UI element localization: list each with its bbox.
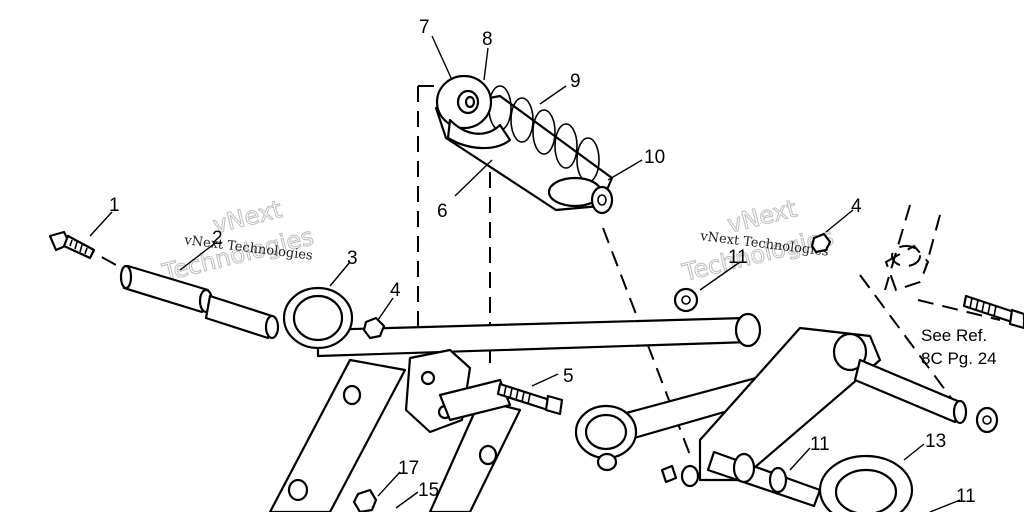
left-rail-arm: [268, 348, 638, 512]
washer-11a: [673, 287, 699, 313]
shock-bottom-hole: [597, 194, 607, 206]
callout-13: 13: [925, 431, 946, 452]
nut-left: [362, 316, 386, 340]
callout-4-right: 4: [851, 196, 862, 217]
callout-7: 7: [419, 17, 430, 38]
callout-1: 1: [109, 195, 120, 216]
leader-lines: [89, 35, 961, 512]
shock-top-hole: [464, 95, 476, 109]
callout-15: 15: [418, 480, 439, 501]
washer-right: [975, 406, 999, 434]
right-bracket: [660, 287, 999, 512]
reference-note: See Ref. 8C Pg. 24: [921, 326, 997, 368]
shock-top-collar: [446, 118, 512, 150]
left-bolt: [48, 230, 96, 260]
callout-8: 8: [482, 29, 493, 50]
callout-11-middle: 11: [810, 434, 830, 455]
callout-4-left: 4: [390, 280, 401, 301]
callout-6: 6: [437, 201, 448, 222]
bolt-5: [496, 382, 564, 416]
bushing-right: [884, 244, 930, 292]
spacer-tubes: [119, 264, 280, 340]
callout-2: 2: [212, 228, 223, 249]
nut-bottom-left: [352, 488, 378, 512]
right-bolt: [962, 294, 1024, 330]
callout-10: 10: [644, 147, 665, 168]
callout-3: 3: [347, 248, 358, 269]
shock-absorber: [434, 74, 614, 215]
nut-right: [810, 232, 832, 254]
reference-note-line2: 8C Pg. 24: [921, 349, 997, 368]
callout-17: 17: [398, 458, 419, 479]
reference-note-line1: See Ref.: [921, 326, 987, 345]
callout-11-top: 11: [728, 247, 748, 268]
shock-bottom-eyelet: [590, 185, 614, 215]
callout-11-bottom: 11: [956, 486, 976, 507]
washer-11b: [768, 466, 788, 494]
callout-9: 9: [570, 71, 581, 92]
callout-5: 5: [563, 366, 574, 387]
callout-numbers: 1 2 3 4 5 6 7 8 9 10 11 4 11 13 11 17 15: [109, 17, 976, 507]
